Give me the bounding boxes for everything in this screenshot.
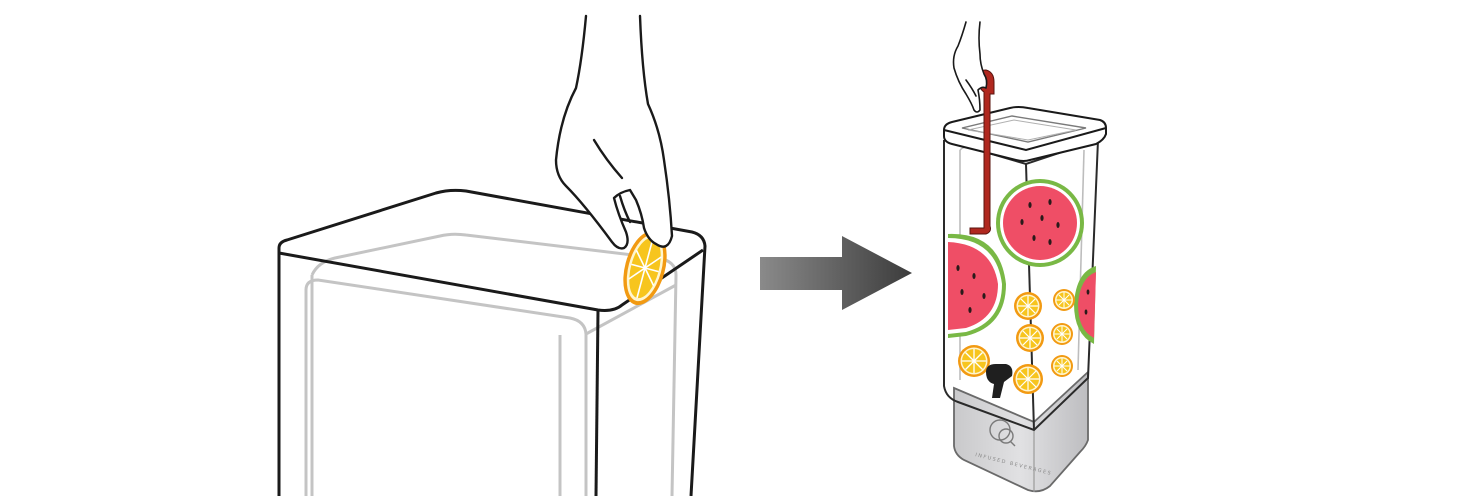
outer-box — [277, 188, 707, 496]
watermelon-slice — [948, 233, 1006, 338]
inner-chamber — [304, 232, 678, 496]
watermelon-slice — [996, 179, 1084, 267]
infusion-logo-icon — [989, 419, 1016, 447]
orange-slice — [1053, 289, 1075, 311]
left-container — [277, 188, 707, 496]
hand-right-icon — [952, 21, 988, 113]
orange-slice-left — [623, 230, 667, 306]
orange-slice — [1051, 355, 1073, 377]
orange-slices-right — [958, 289, 1075, 394]
dispenser: INFUSED BEVERAGES — [943, 106, 1107, 493]
orange-slice — [1014, 292, 1042, 320]
dispenser-lid — [943, 106, 1107, 162]
infusion-chamber-handle — [969, 69, 995, 235]
spigot-icon — [986, 364, 1013, 398]
orange-slice — [1051, 323, 1073, 345]
right-arrow-icon — [760, 236, 912, 310]
watermelon-slice — [1074, 266, 1096, 344]
orange-slice — [958, 345, 990, 377]
dispenser-base — [953, 369, 1089, 493]
hand-left-icon — [554, 14, 674, 250]
orange-slice — [1013, 364, 1043, 394]
orange-slice — [1016, 324, 1044, 352]
